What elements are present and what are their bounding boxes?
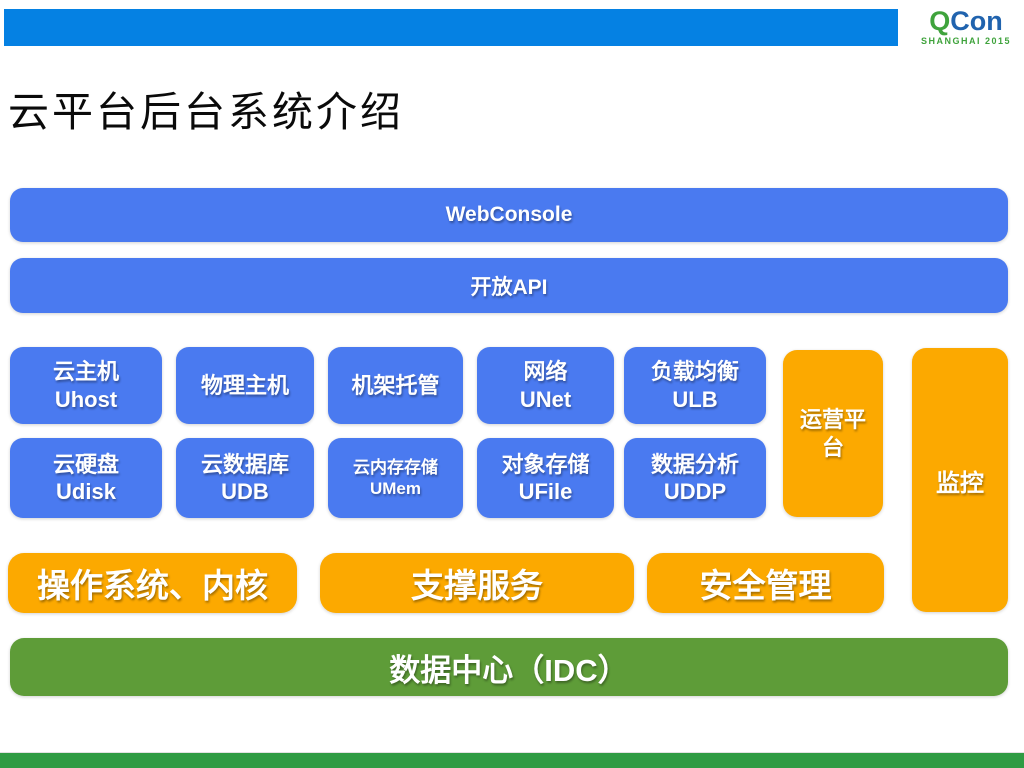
product-physical-host-zh: 物理主机 [200, 372, 289, 398]
ops-platform-label: 运营平台 [799, 407, 866, 460]
product-ulb-zh: 负载均衡 [650, 359, 739, 384]
product-ufile-en: UFile [518, 479, 573, 504]
foundation-os-kernel-block: 操作系统、内核 [8, 553, 297, 613]
product-umem-en: UMem [369, 479, 421, 498]
product-udb: 云数据库 UDB [176, 438, 314, 518]
product-udisk-en: Udisk [56, 479, 116, 504]
qcon-logo-wordmark: QCon [916, 8, 1016, 35]
monitoring-label: 监控 [936, 469, 984, 497]
datacenter-layer: 数据中心（IDC） [10, 638, 1008, 696]
ops-platform-block: 运营平台 [783, 350, 883, 517]
foundation-support-services-block: 支撑服务 [320, 553, 634, 613]
product-unet-en: UNet [519, 386, 572, 412]
product-physical-host: 物理主机 [176, 347, 314, 424]
footer-green-strip [0, 752, 1024, 768]
webconsole-layer: WebConsole [10, 188, 1008, 242]
product-uhost: 云主机 Uhost [10, 347, 162, 424]
product-ufile: 对象存储 UFile [477, 438, 614, 518]
qcon-logo: QCon SHANGHAI 2015 [916, 8, 1016, 46]
product-uddp-en: UDDP [663, 479, 727, 504]
qcon-logo-subtitle: SHANGHAI 2015 [920, 36, 1012, 46]
qcon-logo-q: Q [929, 6, 951, 36]
product-umem: 云内存存储 UMem [328, 438, 463, 518]
open-api-label: 开放API [470, 275, 548, 299]
product-uddp: 数据分析 UDDP [624, 438, 766, 518]
foundation-security-mgmt-label: 安全管理 [699, 567, 832, 604]
product-ufile-zh: 对象存储 [501, 451, 590, 477]
foundation-security-mgmt-block: 安全管理 [647, 553, 884, 613]
monitoring-block: 监控 [912, 348, 1008, 612]
open-api-layer: 开放API [10, 258, 1008, 313]
webconsole-label: WebConsole [445, 203, 573, 226]
product-unet: 网络 UNet [477, 347, 614, 424]
product-ulb-en: ULB [672, 386, 718, 412]
product-uhost-zh: 云主机 [52, 359, 119, 384]
product-udb-zh: 云数据库 [200, 451, 289, 477]
product-udisk-zh: 云硬盘 [52, 451, 119, 477]
product-umem-zh: 云内存存储 [353, 457, 438, 477]
product-ulb: 负载均衡 ULB [624, 347, 766, 424]
product-uddp-zh: 数据分析 [650, 451, 739, 477]
product-rack-hosting-zh: 机架托管 [351, 372, 440, 398]
foundation-os-kernel-label: 操作系统、内核 [37, 567, 268, 604]
product-udb-en: UDB [221, 479, 269, 504]
foundation-support-services-label: 支撑服务 [411, 567, 543, 604]
header-blue-bar [4, 9, 898, 46]
product-unet-zh: 网络 [523, 359, 568, 384]
product-uhost-en: Uhost [54, 386, 118, 412]
page-title: 云平台后台系统介绍 [8, 89, 404, 135]
datacenter-label: 数据中心（IDC） [389, 652, 629, 688]
product-udisk: 云硬盘 Udisk [10, 438, 162, 518]
product-rack-hosting: 机架托管 [328, 347, 463, 424]
qcon-logo-con: Con [950, 6, 1003, 36]
